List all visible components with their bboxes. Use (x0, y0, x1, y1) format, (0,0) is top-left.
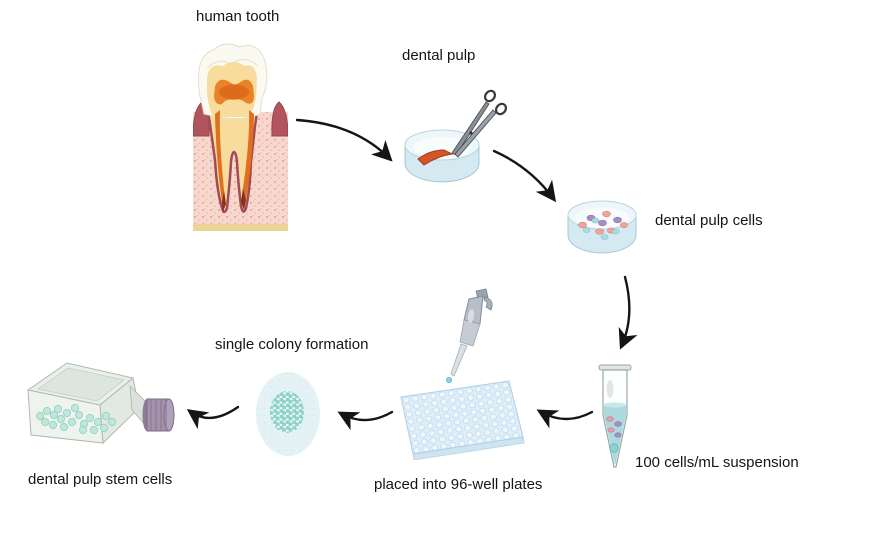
arrow-cells-to-suspension (618, 275, 638, 350)
flask-cap (142, 398, 175, 432)
culture-flask-illustration (26, 362, 175, 445)
droplet-icon (446, 377, 453, 384)
label-dental-pulp-cells: dental pulp cells (655, 212, 763, 229)
flask-cells (35, 404, 117, 435)
tooth-pulp (214, 79, 254, 212)
suspension-tube-illustration (598, 364, 632, 468)
label-stem-cells: dental pulp stem cells (28, 471, 173, 488)
single-colony-illustration (256, 372, 320, 456)
dental-pulp-dish-illustration (404, 89, 508, 183)
label-dental-pulp: dental pulp (402, 47, 476, 64)
arrow-tooth-to-dental-pulp (295, 118, 393, 162)
micropipette-icon (446, 288, 493, 384)
label-human-tooth: human tooth (196, 8, 280, 25)
label-well-plates: placed into 96-well plates (374, 476, 543, 493)
arrow-colony-to-flask (186, 405, 240, 430)
arrow-dental-pulp-to-cells (492, 149, 557, 203)
pulp-tissue (417, 149, 454, 166)
dental-pulp-cells-dish-illustration (567, 200, 637, 254)
flask-body (26, 362, 147, 445)
well-plate-illustration (400, 288, 525, 460)
suspension-liquid (604, 402, 626, 464)
colony-cluster (270, 391, 304, 433)
cell-dots (578, 210, 628, 240)
arrow-suspension-to-plate (536, 409, 594, 429)
scissors-icon (451, 89, 508, 158)
label-single-colony: single colony formation (215, 336, 369, 353)
human-tooth-illustration (193, 43, 288, 231)
arrow-plate-to-colony (337, 410, 394, 431)
96-well-plate (400, 380, 525, 460)
label-cell-suspension: 100 cells/mL suspension (635, 454, 799, 471)
